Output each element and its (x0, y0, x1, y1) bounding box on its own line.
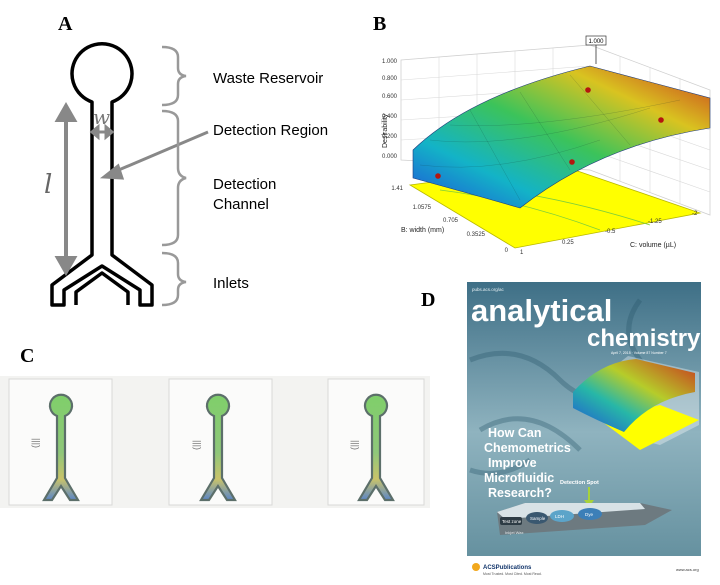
y-axis-ticks: 1.41 1.0575 0.705 0.3525 0 (391, 186, 508, 254)
panel-b: B (373, 13, 711, 256)
cover-headline: How Can Chemometrics Improve Microfluidi… (484, 426, 571, 500)
channel-outline (50, 42, 154, 307)
paper-device: (||| (327, 378, 425, 506)
label-detection-channel-2: Channel (213, 196, 269, 213)
z-tick: 0.800 (382, 76, 398, 82)
cover-publisher-tag: Most Trusted. Most Cited. Most Read. (483, 572, 542, 576)
svg-text:Sample: Sample (530, 516, 546, 521)
panel-a-label: A (58, 13, 73, 35)
svg-text:(|||: (||| (191, 440, 201, 450)
cover-issue: April 7, 2015 · Volume 87 Number 7 (611, 351, 667, 355)
braces (161, 45, 187, 307)
length-symbol: l (44, 170, 52, 200)
acs-logo-icon (472, 563, 480, 571)
cover-masthead-top: pubs.acs.org/ac (472, 287, 505, 292)
optimum-marker-box (585, 35, 607, 46)
cover-device-chips: Test zone Sample LDH Dye (500, 508, 602, 525)
svg-text:Chemometrics: Chemometrics (484, 441, 571, 455)
y-tick: 0.705 (443, 218, 459, 224)
label-detection-channel-1: Detection (213, 176, 276, 193)
cover-device-base: Inkjet Wax (505, 530, 524, 535)
z-tick: 0.400 (382, 114, 398, 120)
z-tick: 0.600 (382, 94, 398, 100)
label-waste-reservoir: Waste Reservoir (213, 70, 323, 87)
x-axis-label: C: volume (µL) (630, 242, 676, 249)
x-tick: -2 (692, 211, 698, 217)
paper-device: (||| (168, 378, 273, 506)
paper-device: (||| (8, 378, 113, 506)
panel-d-label: D (421, 289, 435, 311)
cover-url: www.acs.org (676, 567, 699, 572)
svg-text:(|||: (||| (349, 440, 359, 450)
x-tick: -0.5 (605, 229, 616, 235)
panel-c-label: C (20, 345, 34, 367)
x-tick: 1 (520, 250, 524, 256)
x-axis-ticks: 1 0.25 -0.5 -1.25 -2 (520, 211, 698, 256)
panel-b-label: B (373, 13, 386, 35)
cover-publisher: ACSPublications (483, 565, 532, 571)
svg-text:Dye: Dye (585, 512, 593, 517)
label-detection-region: Detection Region (213, 122, 328, 139)
z-axis-ticks: 0.000 0.200 0.400 0.600 0.800 1.000 (382, 59, 398, 160)
z-axis-label: Desirability (382, 113, 389, 148)
svg-text:How Can: How Can (488, 426, 541, 440)
surface-mesh (419, 74, 681, 201)
panel-d: D pubs.acs.org/ac analytical chemistry A… (421, 282, 701, 582)
design-point (585, 87, 591, 93)
y-tick: 1.41 (391, 186, 403, 192)
panel-c: C (||| (||| (||| (0, 345, 430, 508)
panel-a: A w l Waste Rese (44, 13, 328, 307)
response-surface (412, 65, 711, 209)
z-tick: 0.000 (382, 154, 398, 160)
y-tick: 1.0575 (413, 205, 432, 211)
svg-text:Test zone: Test zone (502, 519, 522, 524)
svg-text:Research?: Research? (488, 486, 552, 500)
y-tick: 0 (505, 248, 509, 254)
cover-title-1: analytical (471, 293, 612, 328)
optimum-marker-value: 1.000 (588, 39, 604, 45)
z-tick: 1.000 (382, 59, 398, 65)
svg-text:(|||: (||| (30, 438, 40, 448)
design-point (658, 117, 664, 123)
detection-region-arrow (99, 130, 209, 180)
svg-text:Improve: Improve (488, 456, 537, 470)
design-point (569, 159, 575, 165)
y-axis-label: B: width (mm) (401, 227, 444, 234)
z-tick: 0.200 (382, 134, 398, 140)
x-tick: -1.25 (648, 219, 662, 225)
svg-text:Microfluidic: Microfluidic (484, 471, 554, 485)
journal-cover: pubs.acs.org/ac analytical chemistry Apr… (467, 282, 701, 582)
length-marker (54, 101, 78, 277)
design-points (435, 87, 664, 179)
svg-text:LDH: LDH (555, 514, 564, 519)
x-tick: 0.25 (562, 240, 574, 246)
label-inlets: Inlets (213, 275, 249, 292)
design-point (435, 173, 441, 179)
cover-detection-spot: Detection Spot (560, 480, 599, 486)
width-symbol: w (93, 105, 110, 129)
width-marker (89, 123, 115, 141)
y-tick: 0.3525 (467, 232, 486, 238)
cover-title-2: chemistry (587, 325, 701, 352)
